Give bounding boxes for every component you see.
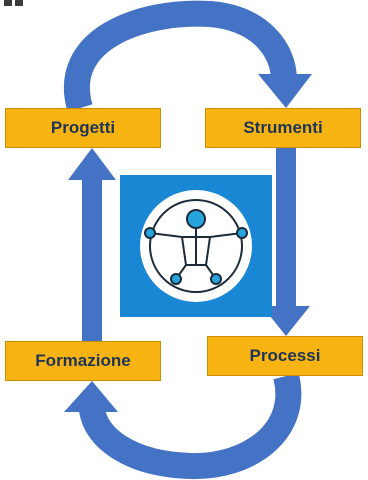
universal-accessibility-icon <box>140 190 252 302</box>
node-processi-label: Processi <box>249 346 321 365</box>
node-progetti: Progetti <box>5 108 161 148</box>
arrow-head-formazione <box>64 381 118 412</box>
arrow-head-strumenti <box>258 74 312 108</box>
arrow-formazione-to-progetti <box>82 178 102 341</box>
node-processi: Processi <box>207 336 363 376</box>
arrow-progetti-to-strumenti <box>63 0 297 112</box>
arrow-head-processi <box>262 306 310 336</box>
arrow-processi-to-formazione <box>79 372 302 480</box>
arrow-strumenti-to-processi <box>276 148 296 308</box>
node-progetti-label: Progetti <box>50 118 116 137</box>
accessibility-symbol-tile <box>120 175 272 317</box>
arrow-head-progetti <box>68 148 116 180</box>
partial-corner-glyph <box>4 0 23 6</box>
node-strumenti-label: Strumenti <box>243 118 323 137</box>
node-formazione-label: Formazione <box>35 351 131 370</box>
node-formazione: Formazione <box>5 341 161 381</box>
node-strumenti: Strumenti <box>205 108 361 148</box>
